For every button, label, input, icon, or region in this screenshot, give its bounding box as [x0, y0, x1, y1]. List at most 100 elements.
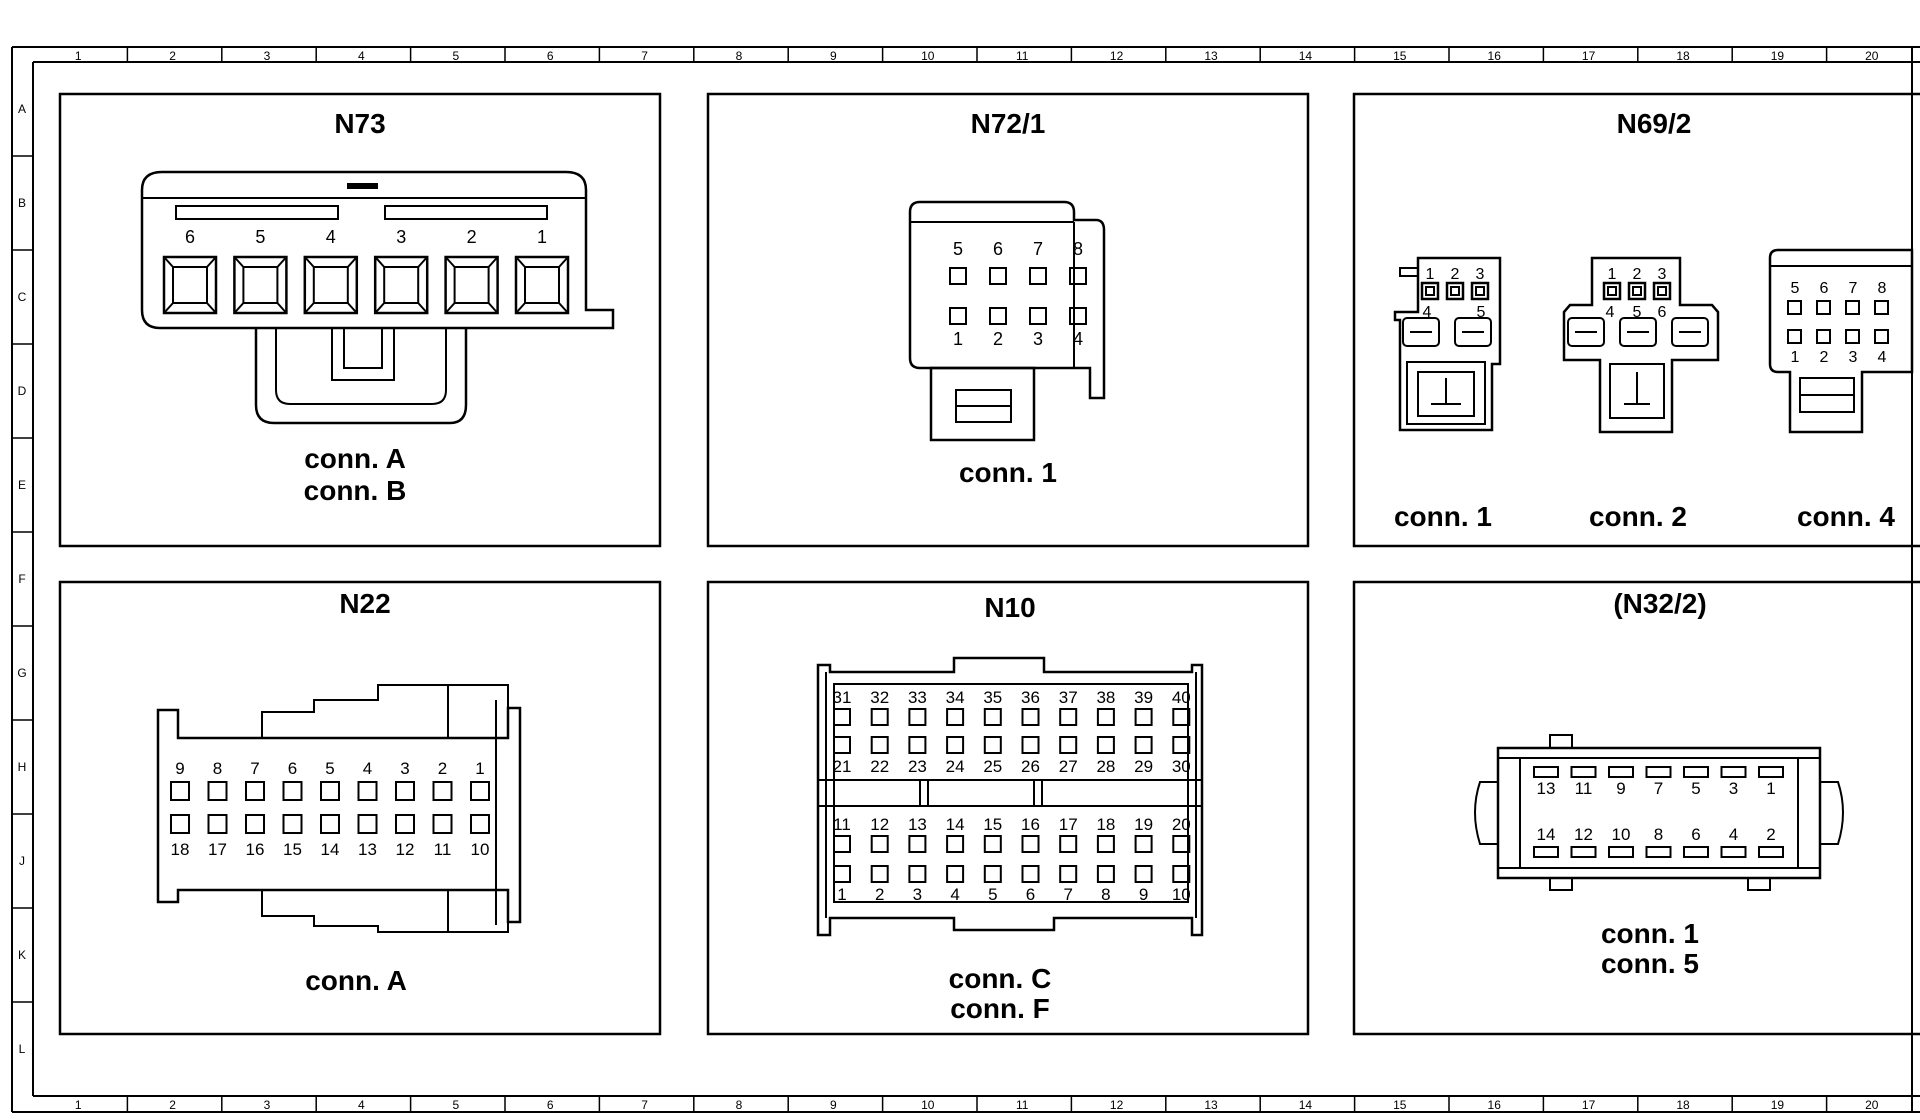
n10-pin-label-23: 23: [908, 757, 927, 776]
n69-2-conn4-pin-label-2: 2: [1820, 349, 1829, 366]
n22-pin-5: [320, 781, 340, 801]
n32-2-pin-5: [1683, 766, 1709, 778]
n10-pin-label-37: 37: [1059, 688, 1078, 707]
n10-pin-2: [870, 865, 889, 883]
n32-2-pin-8: [1645, 846, 1672, 858]
n69-2-conn4-pin-label-4: 4: [1878, 349, 1887, 366]
column-label-top-13: 13: [1204, 49, 1218, 63]
n69-2-conn2-pin-inner-1: [1607, 286, 1617, 296]
n32-2-pin-6: [1683, 846, 1709, 858]
n69-2-conn1-pin-inner-2: [1450, 286, 1460, 296]
n22-pin-label-15: 15: [283, 840, 302, 859]
n22-pin-17: [207, 814, 228, 834]
column-label-top-10: 10: [921, 49, 935, 63]
n73-pin-bevel: [487, 302, 499, 314]
n10-pin-9: [1134, 865, 1153, 883]
column-label-top-1: 1: [75, 49, 82, 63]
n10-pin-label-22: 22: [870, 757, 889, 776]
n73-pin-bevel: [444, 256, 456, 268]
column-label-bottom-9: 9: [830, 1098, 837, 1112]
n10-pin-label-36: 36: [1021, 688, 1040, 707]
n69-2-conn4-pin-2: [1816, 329, 1831, 344]
n73-connector-drawing: [140, 170, 615, 425]
n72-1-connector-drawing: [908, 200, 1106, 442]
n10-pin-5: [983, 865, 1002, 883]
n22-pin-label-2: 2: [438, 759, 447, 778]
n32-2-pin-label-1: 1: [1766, 779, 1775, 798]
n72-1-pin-6: [989, 267, 1007, 285]
n32-2-pin-2: [1758, 846, 1784, 858]
n69-2-conn2-label: conn. 2: [1589, 501, 1687, 532]
n32-2-pin-9: [1608, 766, 1634, 778]
n22-pin-9: [170, 781, 190, 801]
n10-pin-36: [1021, 708, 1040, 726]
n22-pin-label-9: 9: [175, 759, 184, 778]
n10-pin-30: [1172, 736, 1191, 754]
n69-2-conn4-pin-4: [1874, 329, 1889, 344]
n10-pin-label-7: 7: [1063, 885, 1072, 904]
n10-pin-label-5: 5: [988, 885, 997, 904]
column-label-bottom-5: 5: [452, 1098, 459, 1112]
n32-2-pin-label-11: 11: [1575, 779, 1593, 798]
n32-2-conn-label-1: conn. 1: [1601, 918, 1699, 949]
n73-pin-bevel: [233, 256, 245, 268]
column-label-top-9: 9: [830, 49, 837, 63]
panel-title-n73: N73: [334, 108, 385, 139]
column-label-top-5: 5: [452, 49, 459, 63]
n73-conn-label-a: conn. A: [304, 443, 406, 474]
n73-pin-bevel: [374, 256, 385, 268]
n72-1-pin-2: [989, 307, 1007, 325]
panel-title-n69-2: N69/2: [1617, 108, 1692, 139]
n10-pin-27: [1059, 736, 1078, 754]
n22-pin-label-14: 14: [321, 840, 340, 859]
n10-pin-15: [983, 835, 1002, 853]
n69-2-conn1-pin-inner-1: [1425, 286, 1435, 296]
column-label-bottom-12: 12: [1110, 1098, 1124, 1112]
n10-pin-20: [1172, 835, 1191, 853]
n69-2-conn2-drawing: [1562, 256, 1720, 434]
column-label-bottom-2: 2: [169, 1098, 176, 1112]
n73-pin-inner-6: [172, 266, 208, 304]
n10-pin-label-18: 18: [1096, 815, 1115, 834]
n10-pin-label-17: 17: [1059, 815, 1078, 834]
n73-pin-bevel: [515, 256, 526, 268]
n22-pin-11: [432, 814, 453, 834]
n10-pin-label-30: 30: [1172, 757, 1191, 776]
n69-2-conn4-pin-label-6: 6: [1820, 280, 1829, 297]
n69-2-conn4-drawing: [1768, 248, 1914, 434]
column-label-top-4: 4: [358, 49, 365, 63]
n73-pin-bevel: [417, 302, 428, 314]
n10-pin-29: [1134, 736, 1153, 754]
n72-1-pin-label-1: 1: [953, 329, 963, 349]
n69-2-conn4-pin-7: [1845, 300, 1860, 315]
column-label-top-17: 17: [1582, 49, 1596, 63]
n69-2-conn1-pin-2: [1445, 281, 1465, 301]
n10-pin-label-10: 10: [1172, 885, 1191, 904]
n73-pin-cavity-2: [444, 255, 499, 315]
n10-pin-label-20: 20: [1172, 815, 1191, 834]
n10-pin-32: [870, 708, 889, 726]
n22-connector-drawing: [156, 684, 522, 933]
n10-pin-17: [1059, 835, 1078, 853]
n22-pin-14: [320, 814, 340, 834]
row-label-G: G: [17, 666, 26, 680]
n73-pin-inner-2: [453, 266, 490, 304]
n10-pin-label-32: 32: [870, 688, 889, 707]
n69-2-conn2-pin-label-2: 2: [1633, 266, 1642, 283]
n10-pin-label-9: 9: [1139, 885, 1148, 904]
n69-2-conn4-pin-3: [1845, 329, 1860, 344]
n10-pin-6: [1021, 865, 1040, 883]
n69-2-conn4-pin-8: [1874, 300, 1889, 315]
n32-2-pin-label-12: 12: [1574, 825, 1593, 844]
n69-2-conn2-pin-label-5: 5: [1633, 304, 1642, 321]
n72-1-pin-label-8: 8: [1073, 239, 1083, 259]
n73-pin-bevel: [444, 302, 456, 314]
n72-1-pin-label-6: 6: [993, 239, 1003, 259]
n10-pin-label-29: 29: [1134, 757, 1153, 776]
n10-pin-14: [946, 835, 965, 853]
